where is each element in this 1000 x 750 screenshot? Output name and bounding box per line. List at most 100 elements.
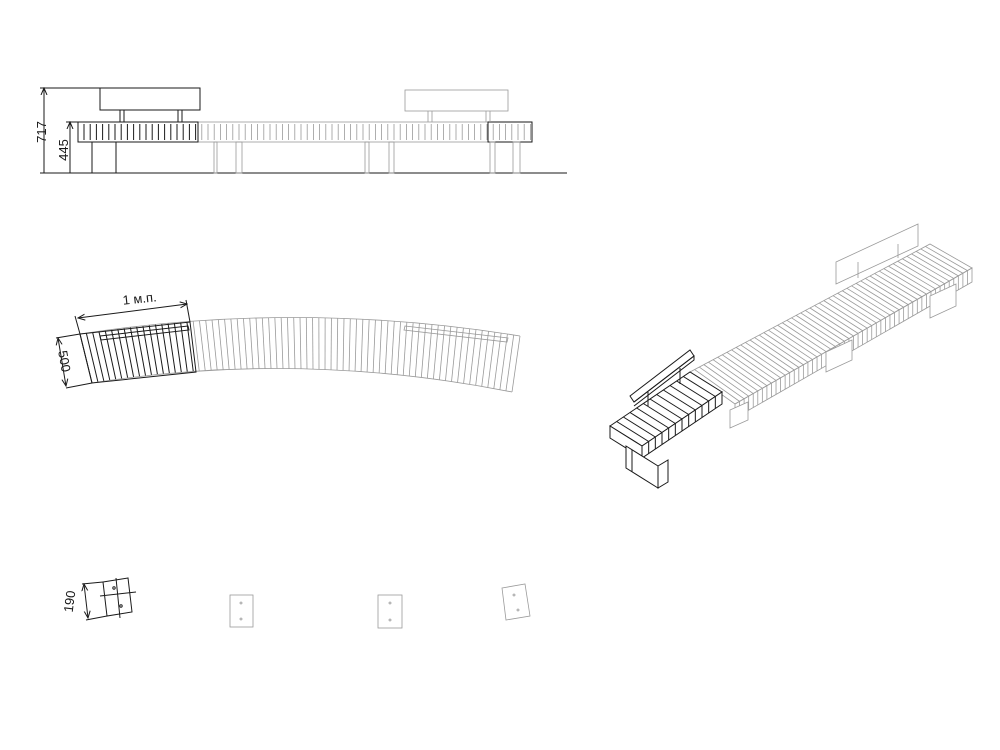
plan-slat	[481, 331, 489, 387]
iso-dark-slat	[629, 412, 663, 433]
iso-dark-slat	[669, 385, 703, 406]
iso-slat	[860, 280, 904, 308]
iso-slat	[777, 324, 822, 355]
iso-slat	[874, 273, 918, 300]
plan-backrest-right	[403, 325, 509, 343]
plan-slat	[154, 324, 164, 374]
iso-dark-slat	[643, 403, 676, 424]
iso-slat	[745, 342, 790, 373]
iso-slat	[915, 251, 959, 277]
isometric-view	[609, 223, 973, 489]
plan-slat	[224, 319, 230, 370]
plan-slat	[104, 330, 117, 380]
iso-slat	[791, 317, 836, 347]
iso-slat	[823, 300, 868, 329]
dim-190-label: 190	[61, 590, 79, 613]
iso-slat	[809, 307, 854, 337]
iso-backrest-left	[629, 349, 695, 407]
front-elevation-view: 717 445	[34, 88, 567, 174]
plan-slat	[110, 329, 123, 379]
dimension-total-height: 717	[34, 88, 100, 173]
dim-length-label: 1 м.п.	[122, 289, 157, 307]
plan-slat	[136, 326, 147, 376]
plan-slat	[249, 318, 254, 369]
plan-slat	[408, 322, 414, 377]
plan-slat	[211, 319, 218, 370]
iso-slat	[911, 253, 954, 279]
iso-slat	[754, 337, 800, 368]
support-leg-3	[235, 141, 243, 174]
elevation-slat-lines	[83, 124, 531, 140]
plan-slat	[493, 332, 502, 389]
iso-slat	[906, 255, 950, 282]
plan-slat	[378, 320, 383, 374]
plan-slat	[293, 317, 296, 369]
dimension-seat-height: 445	[56, 122, 78, 173]
plan-slat	[274, 317, 278, 369]
plan-slat	[230, 318, 236, 370]
plan-slat	[372, 319, 376, 373]
footprint-pad-4	[501, 583, 531, 621]
plan-slat	[287, 317, 290, 369]
support-leg-4	[364, 141, 370, 174]
dim-500-label: 500	[55, 349, 74, 373]
iso-slat	[828, 297, 872, 326]
iso-slat	[726, 351, 772, 384]
iso-slat	[740, 344, 786, 376]
iso-slat	[782, 322, 827, 353]
iso-slat	[865, 278, 909, 305]
iso-slat	[883, 268, 927, 295]
plan-slat	[192, 321, 200, 372]
backrest-right	[404, 89, 509, 122]
iso-slat	[902, 258, 945, 285]
iso-slat	[786, 319, 831, 350]
iso-leg-1	[729, 401, 749, 429]
iso-dark-slat	[676, 380, 709, 402]
iso-slat	[694, 369, 740, 402]
plan-slat	[384, 320, 389, 374]
plan-slat	[217, 319, 224, 370]
plan-slat	[186, 321, 194, 372]
plan-slat	[148, 324, 158, 375]
iso-slat	[832, 295, 877, 324]
plan-slat	[354, 318, 357, 372]
plan-slat	[268, 317, 272, 369]
iso-slat	[879, 270, 923, 298]
iso-dark-slat	[649, 398, 683, 420]
dimension-length: 1 м.п.	[74, 289, 191, 335]
plan-slat	[255, 317, 260, 369]
iso-seat-light	[689, 243, 973, 419]
plan-outline-bottom	[91, 368, 513, 393]
dimension-footprint: 190	[61, 581, 108, 621]
iso-slat	[731, 349, 777, 381]
plan-slat	[142, 325, 153, 376]
iso-slat	[772, 327, 818, 358]
dim-717-label: 717	[34, 121, 49, 143]
plan-slat	[261, 317, 266, 369]
iso-slat	[814, 305, 859, 334]
plan-slat	[505, 334, 515, 391]
plan-slat	[499, 333, 508, 390]
plan-slat	[336, 318, 339, 371]
plan-slat	[511, 335, 521, 393]
seat-dark-end	[77, 121, 199, 143]
support-leg-5	[388, 141, 395, 174]
support-leg-2	[213, 141, 218, 174]
plan-slat	[117, 328, 129, 378]
footprint-pad-3	[377, 594, 403, 629]
iso-slat	[855, 283, 900, 311]
plan-slat	[348, 318, 351, 371]
plan-slat	[360, 319, 364, 372]
plan-dark-end	[79, 321, 197, 384]
plan-slat	[173, 322, 182, 373]
iso-slat	[888, 265, 932, 292]
iso-slat	[795, 315, 841, 345]
iso-slat	[722, 354, 768, 387]
iso-slat	[735, 347, 781, 379]
plan-slat	[167, 323, 176, 373]
footprint-pad-2	[229, 594, 254, 628]
iso-slat	[925, 246, 968, 271]
iso-slat	[819, 302, 863, 332]
iso-slat	[869, 275, 913, 303]
